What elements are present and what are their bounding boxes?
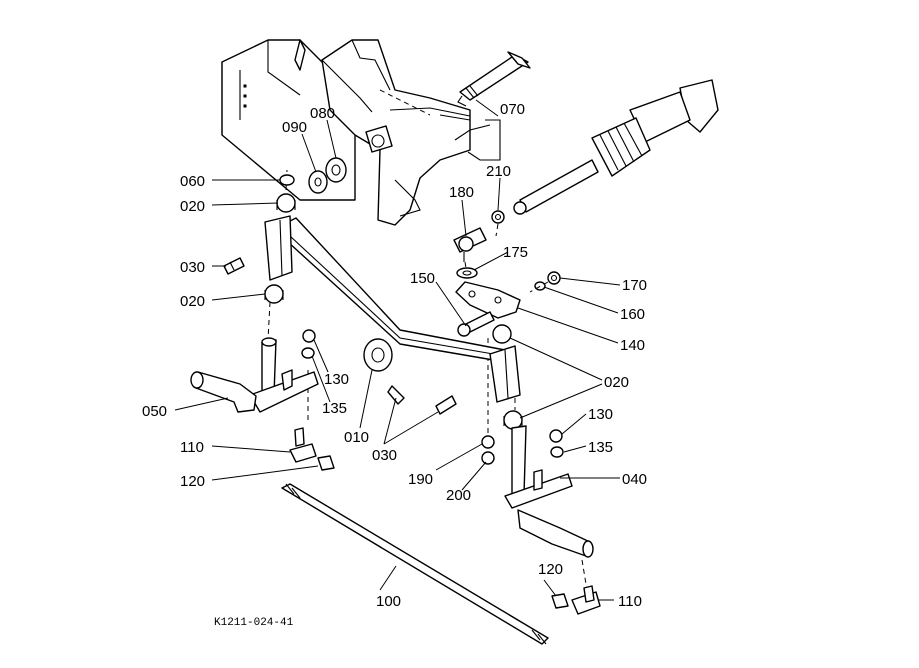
pedal-arm-040 [504,425,594,558]
frame-bracket [221,39,501,226]
leader-lines [174,99,621,601]
arm-140 [455,281,521,319]
bolt-150 [457,311,495,337]
figure-code: K1211-024-41 [214,617,294,629]
nut-090 [308,170,328,194]
callout-200: 200 [446,487,471,504]
rod-100 [281,483,549,645]
callout-110-left: 110 [180,439,204,456]
callout-180: 180 [449,184,474,201]
cross-shaft-010 [264,215,521,403]
grease-fitting-030-mid-b [435,395,457,415]
callout-090: 090 [282,119,307,136]
callout-130-left: 130 [324,371,349,388]
grease-fitting-030-mid-a [387,385,405,405]
callout-020-left: 020 [180,293,205,310]
callout-050: 050 [142,403,167,420]
callout-080: 080 [310,105,335,122]
nut-200 [481,451,495,465]
cable-boot-assembly [513,79,719,215]
callout-160: 160 [620,306,645,323]
callout-120-right: 120 [538,561,563,578]
callout-210: 210 [486,163,511,180]
callout-120-left: 120 [180,473,205,490]
callout-040: 040 [622,471,647,488]
callout-060: 060 [180,173,205,190]
nut-170 [547,271,561,285]
callout-140: 140 [620,337,645,354]
callout-170: 170 [622,277,647,294]
washer-135-right [550,446,564,458]
washer-060 [279,174,295,186]
callout-030-left: 030 [180,259,205,276]
nut-190 [481,435,495,449]
rod-070 [457,51,531,107]
callout-030-mid: 030 [372,447,397,464]
clevis-110-left [289,427,317,463]
bushing-020-right-top [492,324,512,344]
callout-070: 070 [500,101,525,118]
callout-labels: 070 080 090 060 020 030 020 210 180 175 … [142,101,647,610]
nut-080 [325,157,347,183]
nut-120-right [551,593,569,609]
callout-175: 175 [503,244,528,261]
nut-210 [491,210,505,224]
nut-130-left [302,329,316,343]
callout-010: 010 [344,429,369,446]
callout-130-right: 130 [588,406,613,423]
ball-joint-180 [453,227,487,262]
callout-020-top: 020 [180,198,205,215]
grease-fitting-030-left [223,257,245,275]
clevis-110-right [571,585,601,615]
washer-175 [456,267,478,279]
nut-120-left [317,455,335,471]
washer-135-left [301,347,315,359]
bushing-020-left [264,284,284,304]
nut-130-right [549,429,563,443]
callout-020-right: 020 [604,374,629,391]
callout-150: 150 [410,270,435,287]
callout-110-right: 110 [618,593,642,610]
bushing-020-top [276,193,296,213]
callout-135-right: 135 [588,439,613,456]
callout-190: 190 [408,471,433,488]
pedal-arm-050 [190,337,319,413]
callout-135-left: 135 [322,400,347,417]
callout-100: 100 [376,593,401,610]
